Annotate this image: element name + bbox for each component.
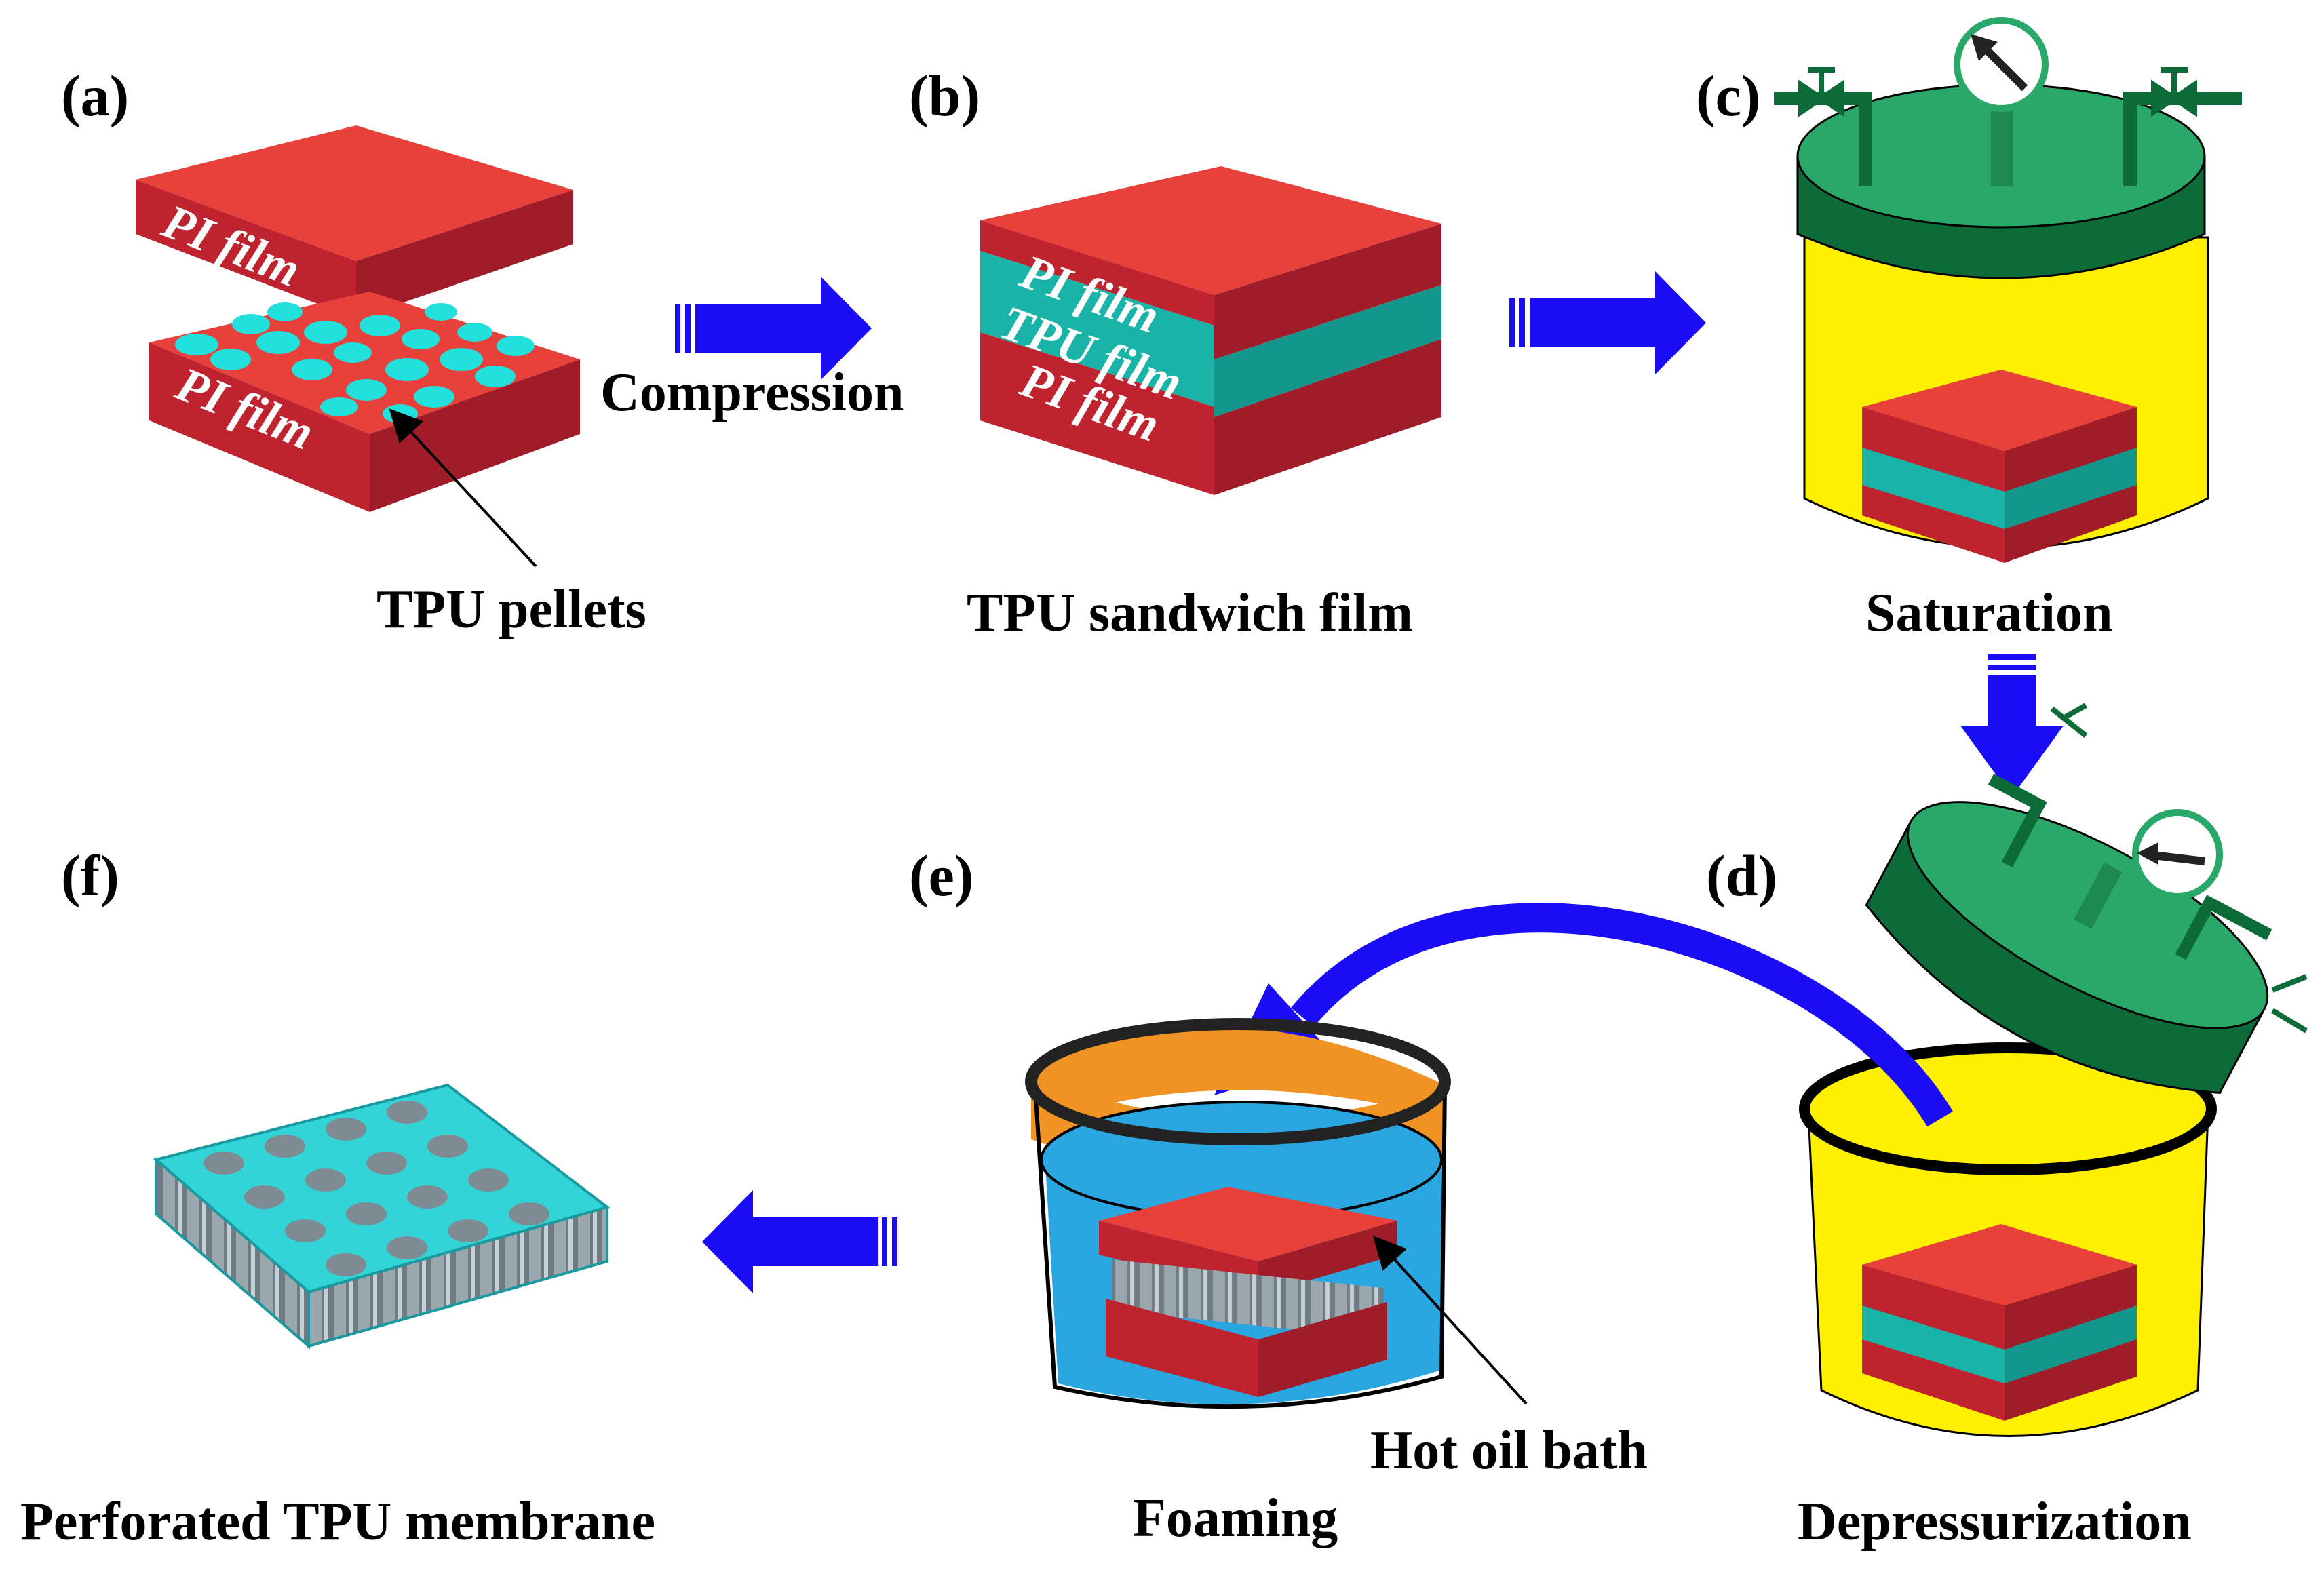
valve-icon <box>2151 67 2197 117</box>
arrow-e-to-f <box>702 1190 897 1293</box>
pi-film-bottom-a: PI film <box>149 292 580 512</box>
tpu-pellets <box>175 302 535 423</box>
sample-sandwich-c <box>1862 370 2137 563</box>
panel-a-tag: (a) <box>61 63 129 128</box>
pressure-gauge-icon <box>1954 17 2049 112</box>
pressure-vessel-c <box>1774 17 2242 563</box>
tpu-sandwich-film: PI film TPU film PI film <box>980 166 1441 495</box>
caption-e: Foaming <box>1133 1489 1338 1548</box>
valve-icon <box>2050 703 2088 739</box>
valve-icon <box>2270 974 2308 1034</box>
panel-d: (d) <box>1706 703 2308 1552</box>
hot-oil-bath-vessel <box>1025 1018 1451 1409</box>
panel-e-tag: (e) <box>909 843 973 908</box>
arrow-a-to-b <box>675 277 872 380</box>
compression-label: Compression <box>600 363 904 423</box>
tilted-lid <box>1865 774 2272 1095</box>
panel-f-tag: (f) <box>61 843 119 908</box>
hot-oil-bath-label: Hot oil bath <box>1370 1421 1648 1480</box>
arrow-c-to-d <box>1960 654 2064 797</box>
caption-d: Depressurization <box>1798 1492 2192 1552</box>
pressure-gauge-icon <box>2132 809 2223 900</box>
panel-b: (b) PI film TPU film PI film TPU sandwic… <box>909 63 1441 643</box>
caption-f: Perforated TPU membrane <box>20 1492 655 1552</box>
panel-e: (e) Hot oil bath Foaming <box>909 843 1648 1548</box>
panel-a: (a) PI film <box>61 63 646 640</box>
perforated-membrane <box>153 1083 611 1350</box>
depressurization-vessel <box>1799 703 2308 1437</box>
caption-a: TPU pellets <box>376 580 646 640</box>
panel-c-tag: (c) <box>1696 63 1760 128</box>
panel-d-tag: (d) <box>1706 843 1777 908</box>
pi-film-top-a: PI film <box>136 125 573 319</box>
oil-bath-pointer <box>1372 1236 1528 1405</box>
caption-c: Saturation <box>1865 583 2113 643</box>
panel-f: (f) Per <box>20 843 655 1552</box>
panel-b-tag: (b) <box>909 63 980 128</box>
valve-icon <box>1798 67 1844 117</box>
membrane-pores <box>204 1101 549 1276</box>
arrow-b-to-c <box>1509 271 1706 374</box>
panel-c: (c) <box>1696 17 2242 643</box>
caption-b: TPU sandwich film <box>967 583 1413 643</box>
foaming-sample <box>1099 1187 1397 1397</box>
pellet-pointer <box>389 408 537 568</box>
sample-sandwich-d <box>1862 1224 2137 1421</box>
